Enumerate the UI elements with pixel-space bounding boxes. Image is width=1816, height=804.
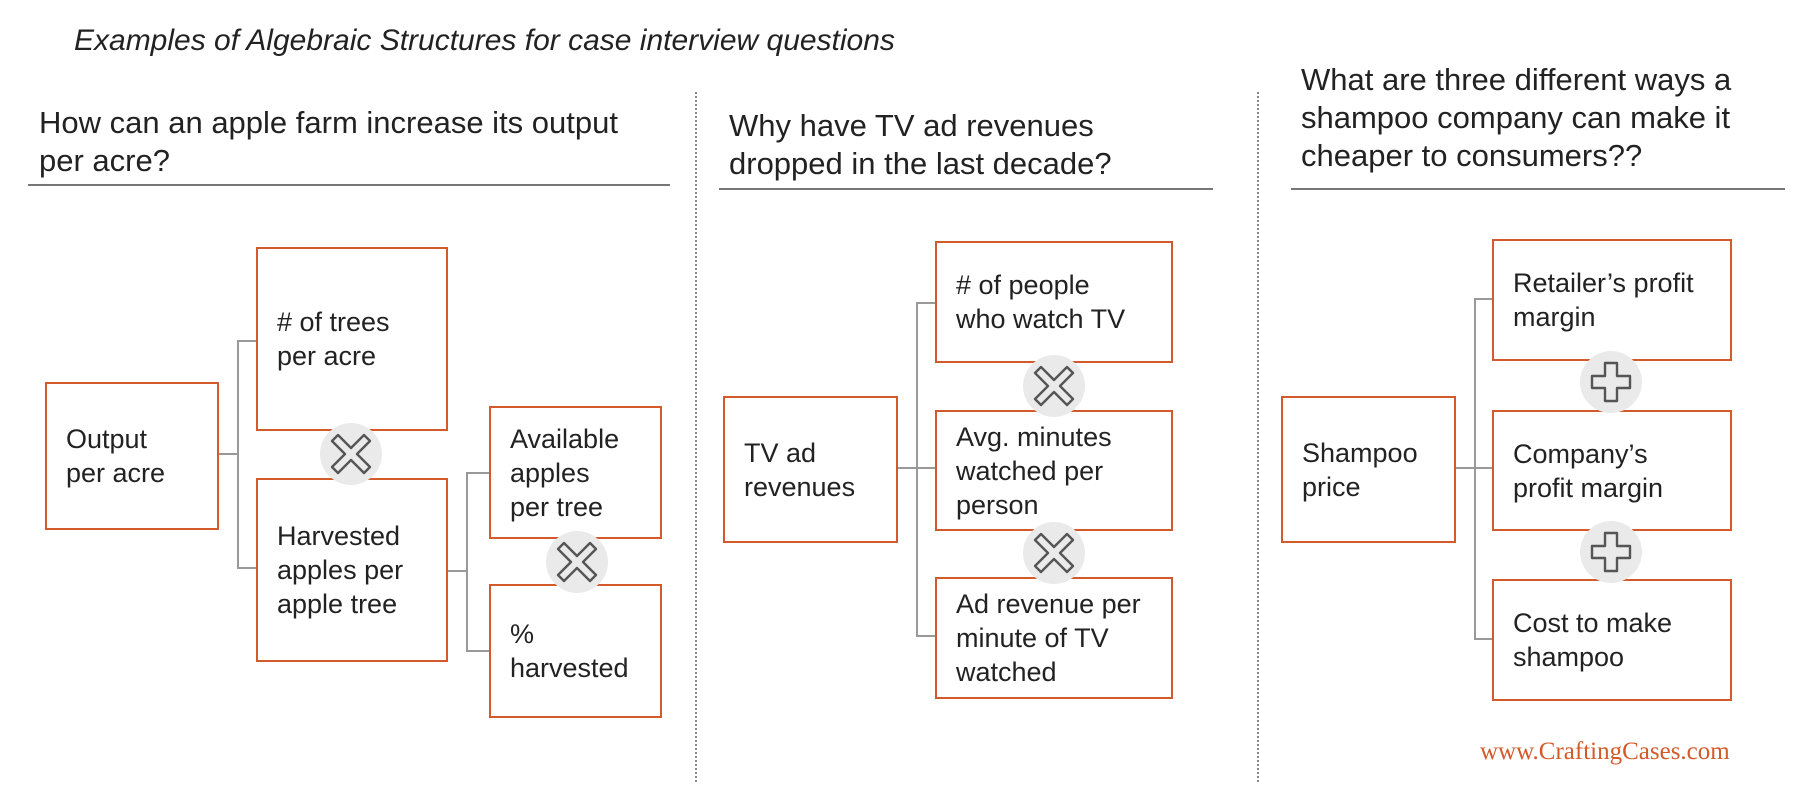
plus-icon	[1580, 351, 1642, 413]
connector	[218, 453, 238, 455]
multiply-icon	[1023, 522, 1085, 584]
child-box: Ad revenue per minute of TV watched	[935, 577, 1173, 699]
child-box: # of people who watch TV	[935, 241, 1173, 363]
panel-divider	[695, 92, 697, 782]
connector	[916, 635, 938, 637]
plus-icon	[1580, 521, 1642, 583]
connector	[447, 570, 467, 572]
question-heading: How can an apple farm increase its outpu…	[39, 105, 618, 178]
child-box: # of trees per acre	[256, 247, 448, 431]
sub-child-box: Available apples per tree	[489, 406, 662, 539]
multiply-icon	[1023, 355, 1085, 417]
root-box: TV ad revenues	[723, 396, 898, 543]
question-underline	[1291, 188, 1785, 190]
connector	[896, 467, 918, 469]
question-underline	[28, 184, 670, 186]
connector	[466, 650, 490, 652]
multiply-icon	[320, 423, 382, 485]
panel-divider	[1257, 92, 1259, 782]
connector	[1474, 467, 1496, 469]
child-box: Cost to make shampoo	[1492, 579, 1732, 701]
connector	[237, 567, 257, 569]
connector	[1474, 638, 1496, 640]
root-box: Shampoo price	[1281, 396, 1456, 543]
connector	[466, 472, 490, 474]
multiply-icon	[546, 531, 608, 593]
question-heading: Why have TV ad revenues dropped in the l…	[729, 108, 1112, 181]
connector	[1474, 298, 1476, 640]
connector	[916, 467, 938, 469]
question-heading: What are three different ways a shampoo …	[1301, 62, 1732, 173]
root-box: Output per acre	[45, 382, 219, 530]
connector	[237, 340, 257, 342]
footer-url: www.CraftingCases.com	[1480, 738, 1730, 765]
child-box: Company’s profit margin	[1492, 410, 1732, 531]
child-box: Harvested apples per apple tree	[256, 478, 448, 662]
connector	[916, 302, 918, 637]
connector	[237, 340, 239, 569]
sub-child-box: % harvested	[489, 584, 662, 718]
connector	[916, 302, 938, 304]
child-box: Retailer’s profit margin	[1492, 239, 1732, 361]
connector	[1454, 467, 1476, 469]
connector	[1474, 298, 1496, 300]
page-title: Examples of Algebraic Structures for cas…	[74, 24, 895, 57]
connector	[466, 472, 468, 652]
child-box: Avg. minutes watched per person	[935, 410, 1173, 531]
question-underline	[719, 188, 1213, 190]
